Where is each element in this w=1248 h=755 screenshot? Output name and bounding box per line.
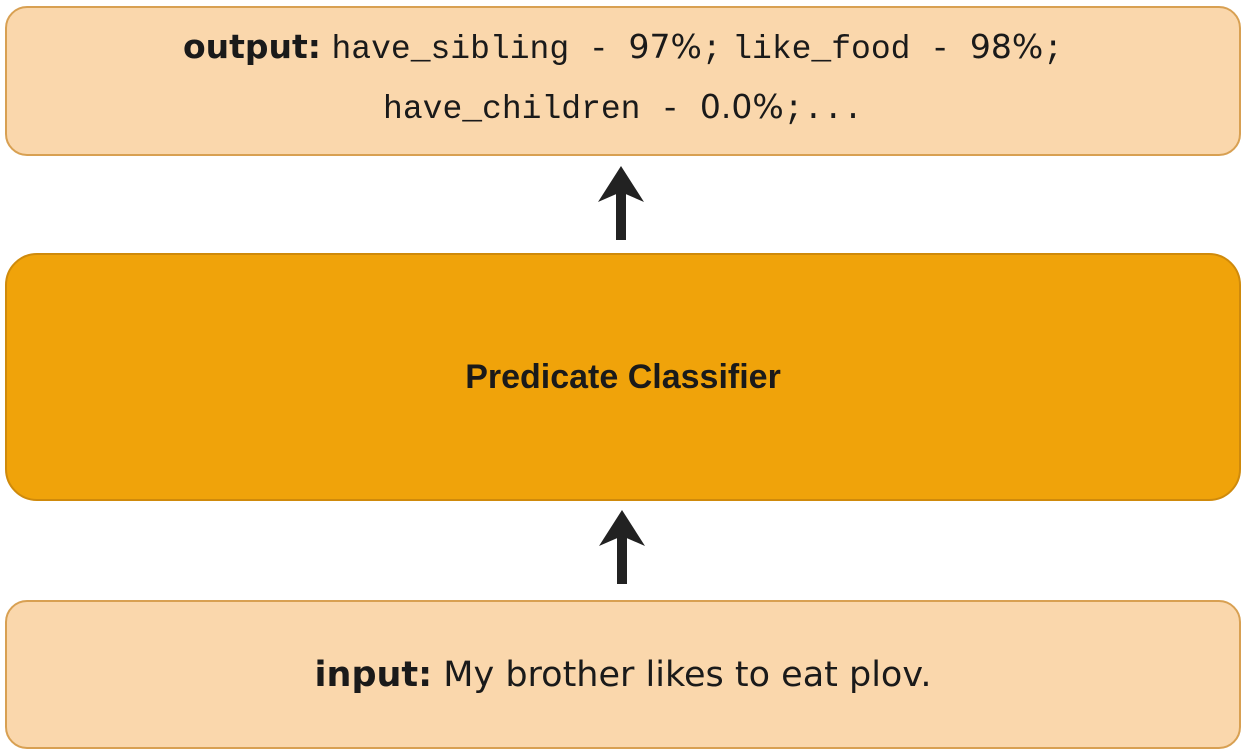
score-have-sibling: 97%: [628, 27, 702, 66]
score-have-children: 0.0%: [699, 87, 784, 126]
score-like-food: 98%: [969, 27, 1044, 66]
separator: -: [569, 31, 629, 68]
arrow-up-icon: [599, 510, 645, 584]
arrow-up-icon: [598, 166, 644, 240]
output-line-1: output: have_sibling - 97%; like_food - …: [183, 18, 1063, 78]
terminator: ;: [1043, 31, 1064, 68]
input-text: input: My brother likes to eat plov.: [315, 655, 932, 695]
separator: -: [910, 31, 970, 68]
input-box: input: My brother likes to eat plov.: [5, 600, 1241, 749]
separator: -: [640, 91, 700, 128]
output-box: output: have_sibling - 97%; like_food - …: [5, 6, 1241, 156]
predicate-have-sibling: have_sibling: [331, 31, 570, 68]
predicate-like-food: like_food: [732, 31, 911, 68]
terminator-ellipsis: ;...: [783, 91, 863, 128]
classifier-label: Predicate Classifier: [465, 357, 781, 396]
output-text: output: have_sibling - 97%; like_food - …: [183, 18, 1063, 138]
output-label: output:: [182, 27, 321, 66]
input-label: input:: [314, 654, 433, 695]
input-sentence: My brother likes to eat plov.: [443, 654, 932, 695]
terminator: ;: [701, 31, 722, 68]
predicate-have-children: have_children: [383, 91, 641, 128]
output-line-2: have_children - 0.0%;...: [183, 78, 1063, 138]
predicate-classifier-box: Predicate Classifier: [5, 253, 1241, 501]
